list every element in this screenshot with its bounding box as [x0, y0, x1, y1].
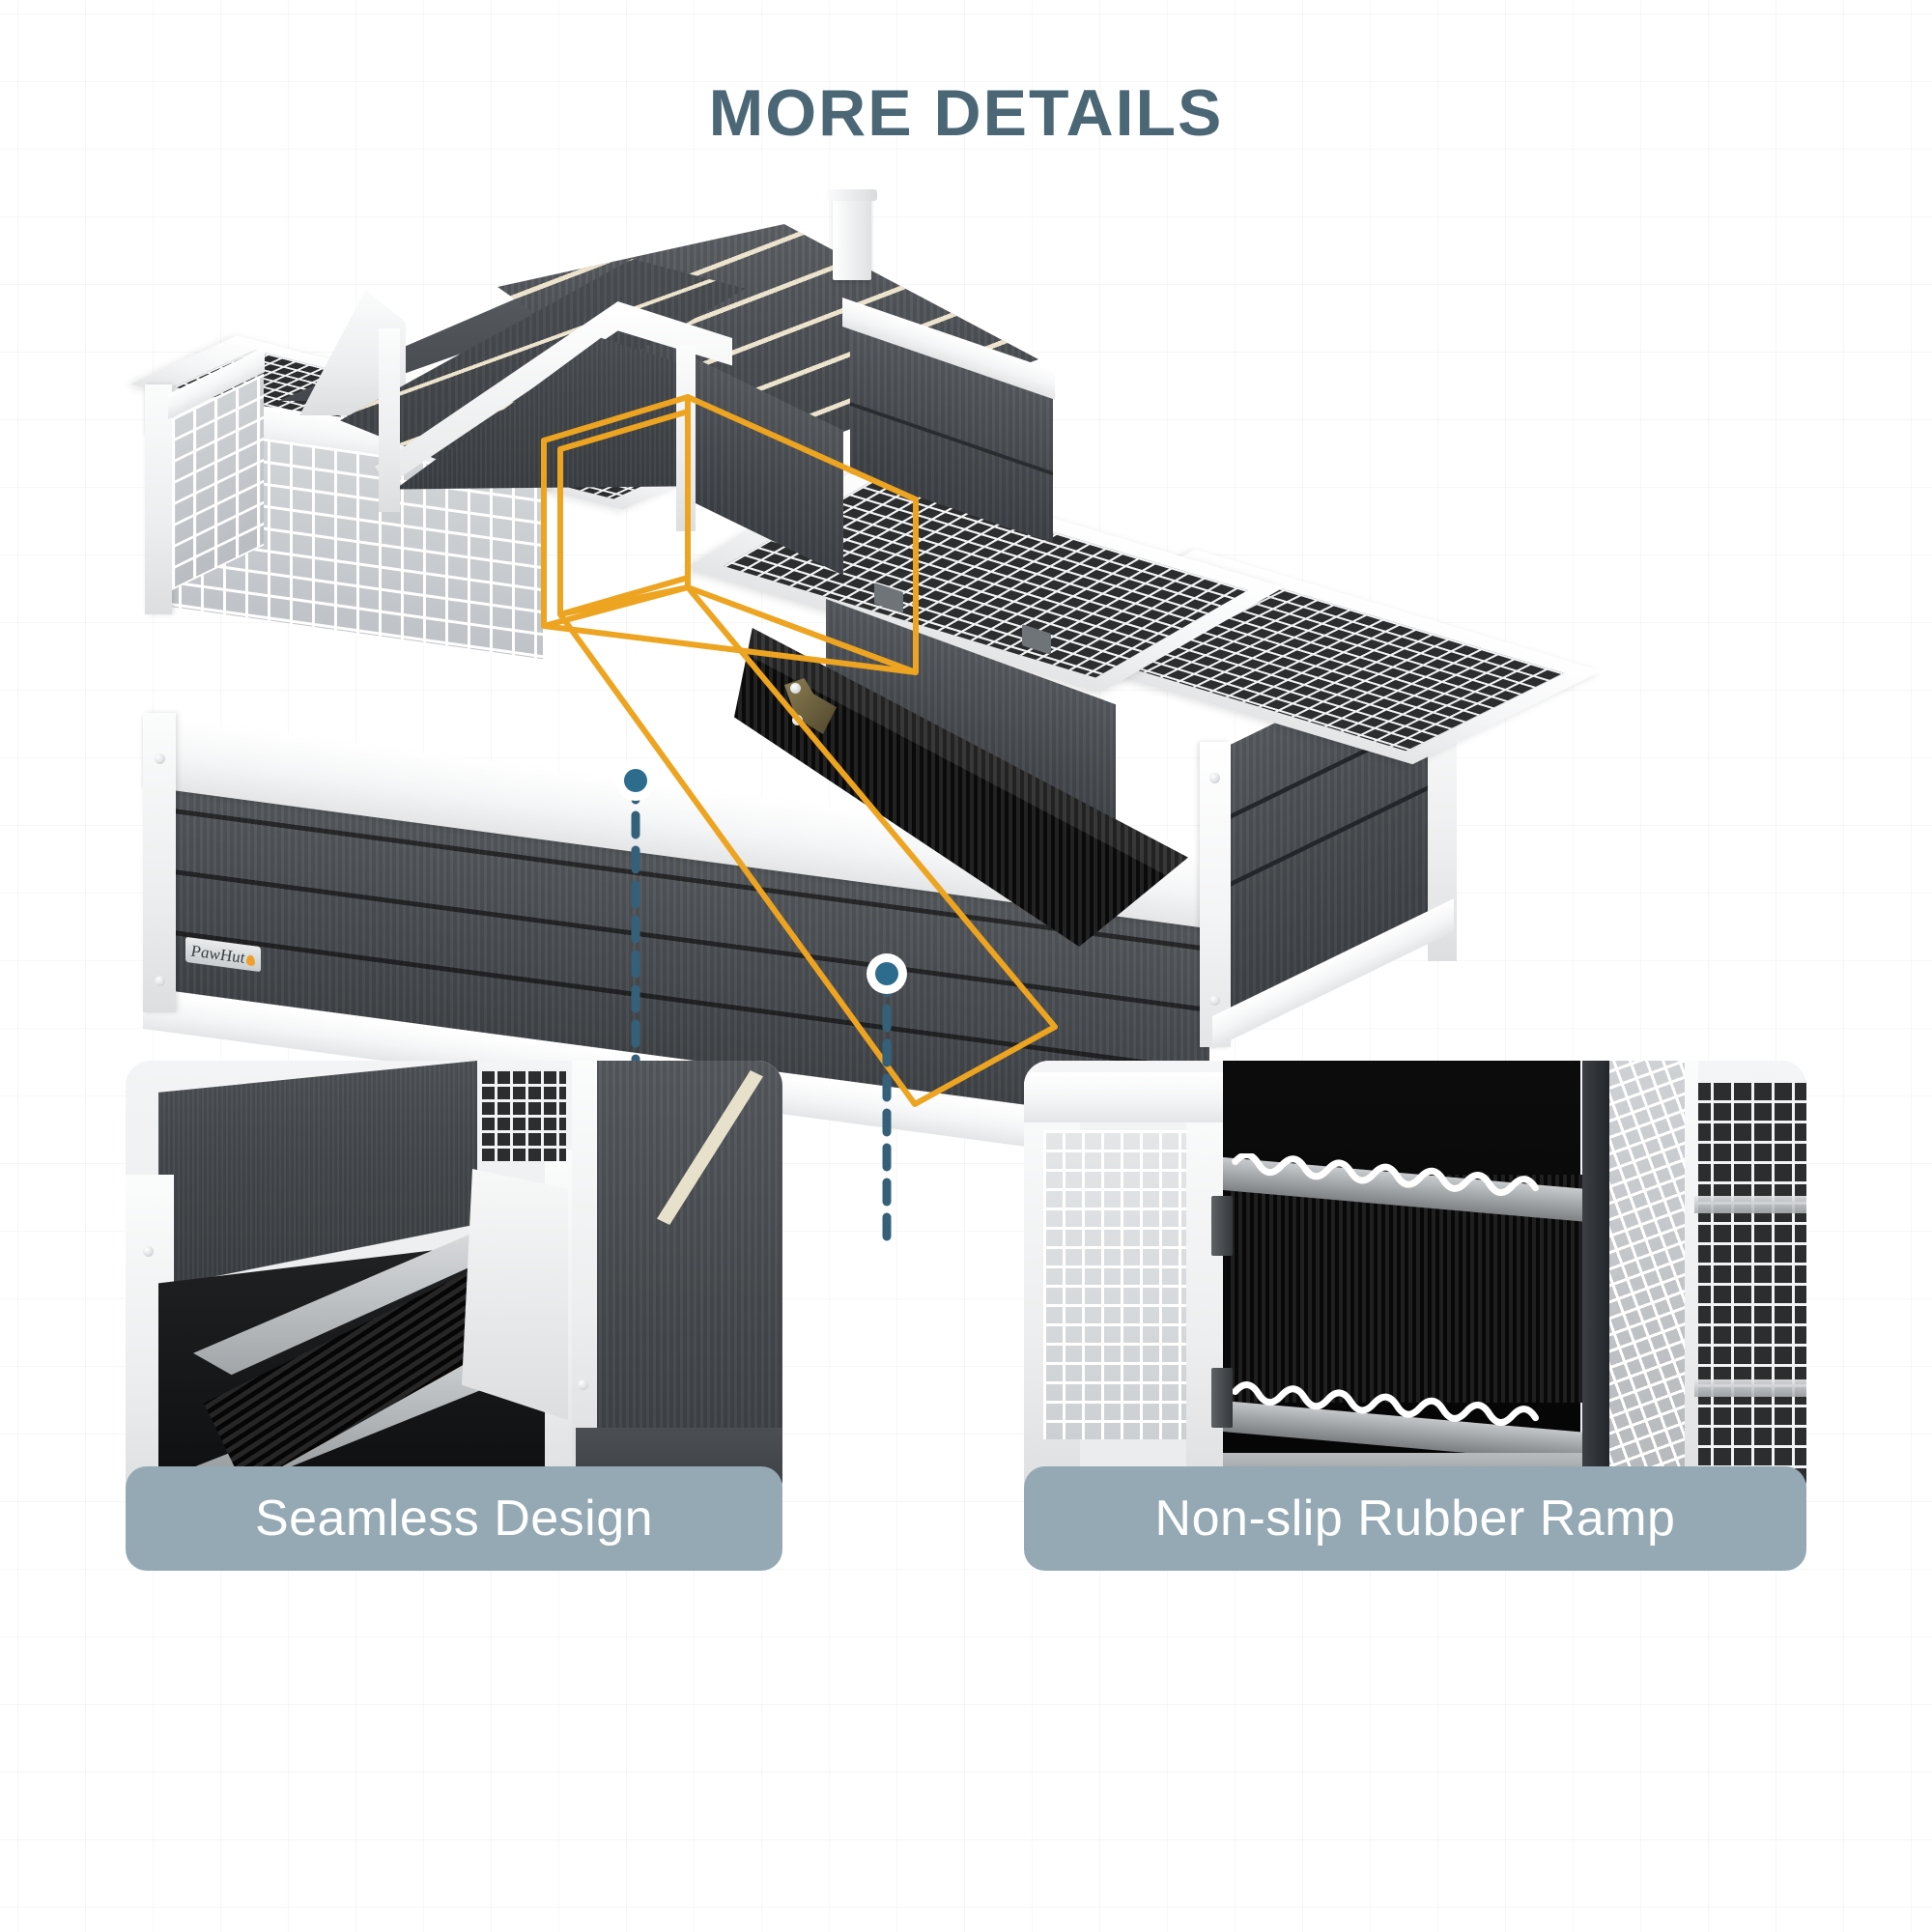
callout-dot-doorway[interactable] [615, 760, 656, 801]
wavy-accent-lines [1232, 1153, 1539, 1427]
detail-image-ramp [1024, 1061, 1806, 1505]
screw-head [155, 976, 165, 986]
hero-product-illustration: PawHut [0, 174, 1932, 1314]
house-left-post [379, 328, 400, 512]
detail-image-seamless [126, 1061, 782, 1505]
chimney [833, 195, 871, 280]
caption-seamless-label: Seamless Design [254, 1491, 654, 1547]
flame-icon [246, 953, 256, 966]
right-shelf [1694, 1379, 1806, 1397]
left-mesh-panel [1043, 1130, 1190, 1439]
caption-ramp: Non-slip Rubber Ramp [1024, 1466, 1806, 1571]
screw-head [155, 753, 165, 764]
screw-head [143, 1246, 154, 1257]
screw-head [1209, 995, 1220, 1006]
left-frame-inner-post [1186, 1095, 1223, 1505]
detail-panel-ramp [1024, 1061, 1806, 1505]
latch-screw [792, 715, 803, 725]
ramp-hinge [1211, 1368, 1233, 1428]
latch-screw [790, 683, 801, 694]
screw-head [578, 1379, 588, 1390]
right-shelf [1694, 1196, 1806, 1213]
caption-seamless: Seamless Design [126, 1466, 782, 1571]
upper-run-left-post [145, 384, 172, 614]
ramp-hinge [1211, 1196, 1233, 1256]
far-right-frame [1685, 1061, 1698, 1505]
screw-head [1209, 773, 1220, 783]
callout-dot-ramp[interactable] [867, 953, 907, 994]
house-right-post [676, 346, 696, 531]
background-mesh [479, 1068, 566, 1161]
left-frame-top-rail [1024, 1072, 1223, 1122]
detail-panel-seamless [126, 1061, 782, 1505]
right-wall [572, 1061, 782, 1476]
chimney-cap [827, 189, 877, 201]
page-title: MORE DETAILS [708, 76, 1224, 150]
caption-ramp-label: Non-slip Rubber Ramp [1154, 1491, 1676, 1547]
right-wall-post [572, 1061, 597, 1476]
far-right-mesh-panel [1690, 1080, 1806, 1486]
right-dark-post [1582, 1061, 1609, 1505]
right-diagonal-mesh [1609, 1061, 1689, 1505]
brand-plaque-label: PawHut [190, 941, 245, 967]
door-open-white-floor [462, 1169, 568, 1420]
